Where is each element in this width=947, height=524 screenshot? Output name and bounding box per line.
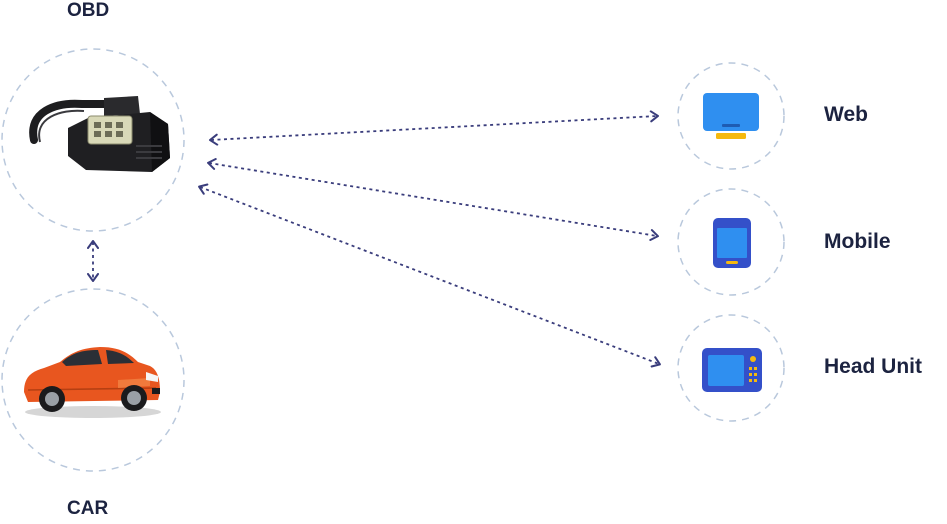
car-label: CAR: [67, 498, 109, 519]
head-unit-label: Head Unit: [824, 355, 923, 378]
web-label: Web: [824, 103, 868, 126]
car-node-circle: [1, 288, 185, 472]
obd-node-circle: [1, 48, 185, 232]
mobile-label: Mobile: [824, 230, 891, 253]
head-unit-node-circle: [677, 314, 785, 422]
connector-obd-web: [209, 110, 659, 146]
monitor-icon: [703, 93, 759, 139]
head-unit-icon: [702, 348, 762, 392]
connector-obd-mobile: [207, 158, 659, 241]
car-image: [24, 347, 161, 418]
tablet-icon: [713, 218, 751, 268]
mobile-node-circle: [677, 188, 785, 296]
obd-connector-image: [29, 96, 170, 172]
obd-label: OBD: [67, 0, 110, 21]
connector-obd-head-unit: [198, 183, 661, 368]
web-node-circle: [677, 62, 785, 170]
